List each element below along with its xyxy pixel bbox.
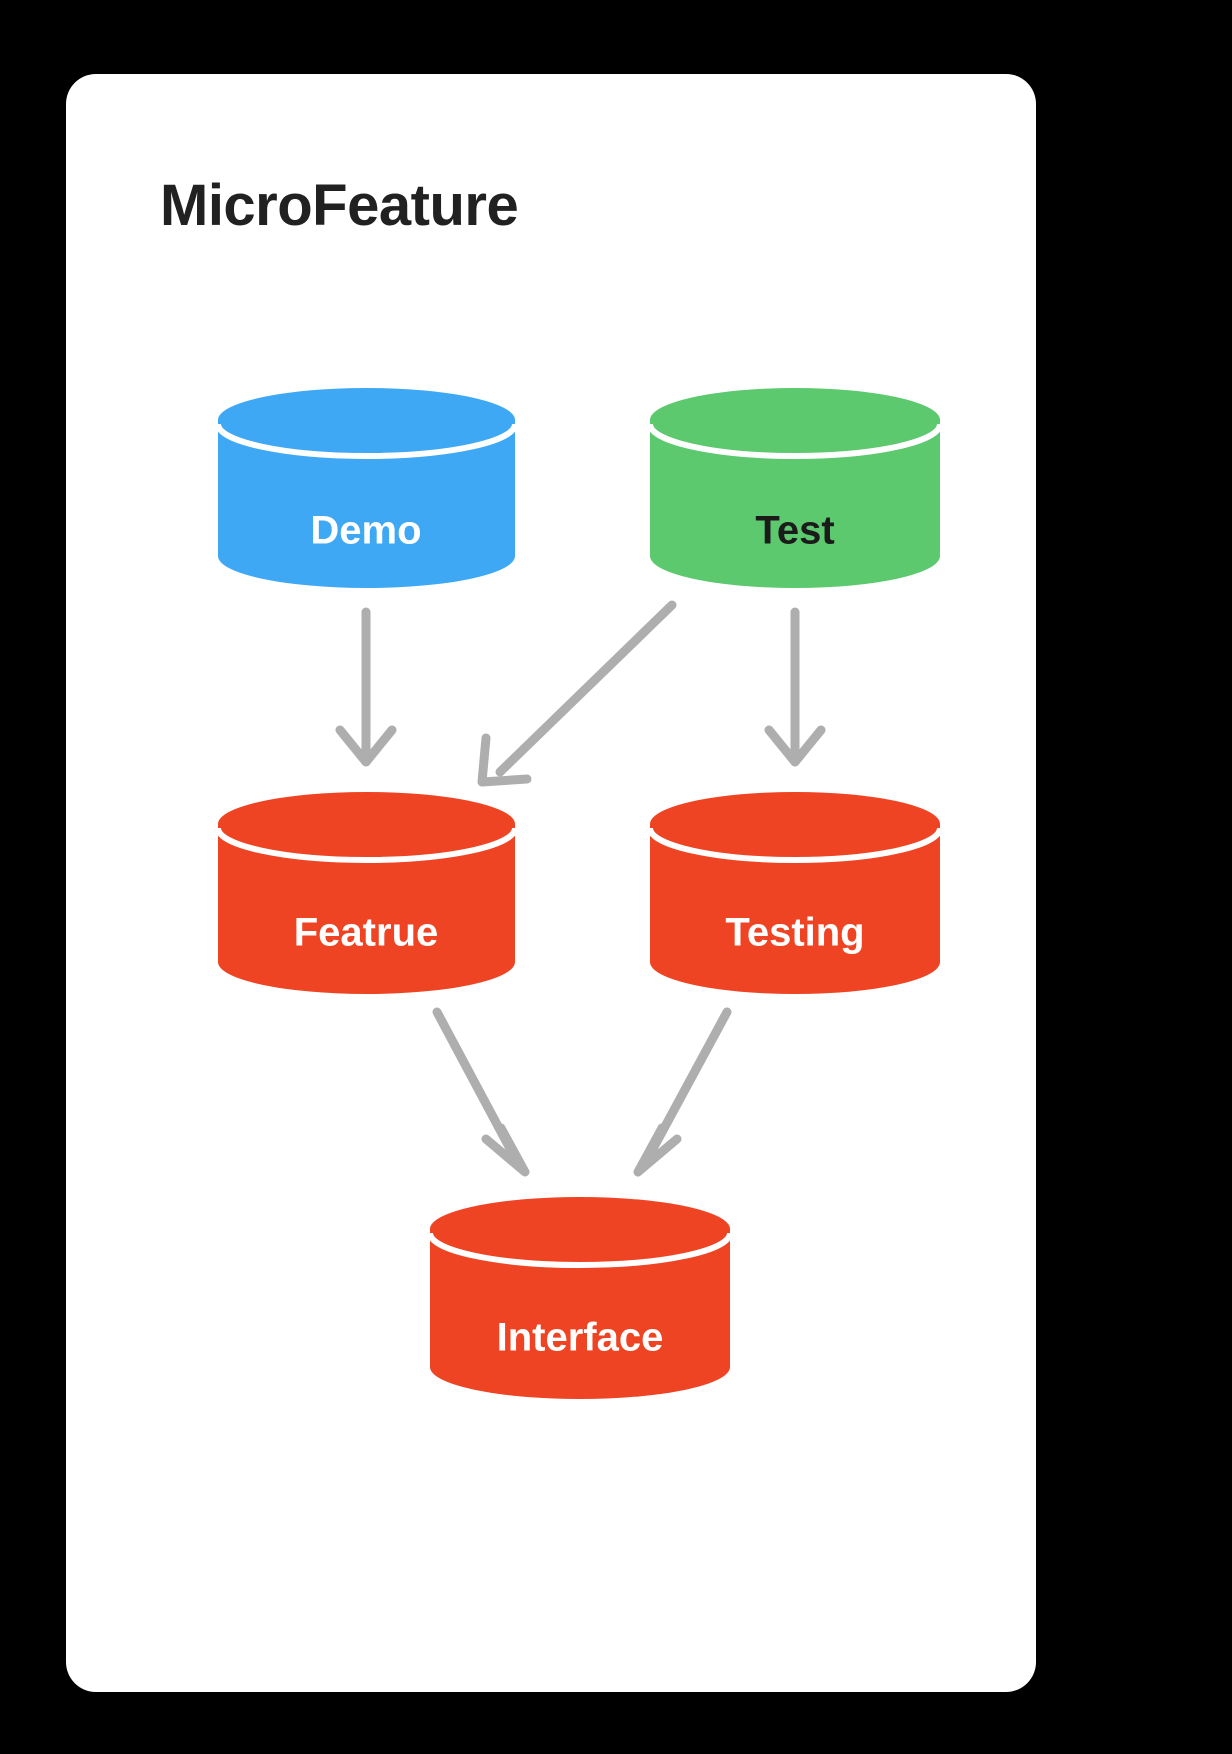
node-demo[interactable]: Demo xyxy=(215,388,518,588)
node-featrue-label: Featrue xyxy=(294,911,439,955)
node-interface-rim xyxy=(427,1232,733,1268)
node-test-top xyxy=(650,388,940,452)
node-interface-body xyxy=(430,1229,730,1399)
node-testing-body xyxy=(650,824,940,994)
node-demo-body xyxy=(218,420,515,588)
node-testing-top xyxy=(650,792,940,856)
node-interface[interactable]: Interface xyxy=(427,1197,733,1399)
edge-demo-to-featrue xyxy=(335,607,397,767)
node-demo-label: Demo xyxy=(310,509,421,553)
node-demo-rim xyxy=(215,423,518,459)
node-interface-top xyxy=(430,1197,730,1261)
node-testing-rim xyxy=(647,827,943,863)
node-featrue[interactable]: Featrue xyxy=(215,792,518,994)
edge-test-to-featrue xyxy=(477,600,677,787)
node-testing-label: Testing xyxy=(725,911,864,955)
node-test[interactable]: Test xyxy=(647,388,943,588)
page-title: MicroFeature xyxy=(160,173,519,238)
node-featrue-rim xyxy=(215,827,518,863)
node-demo-top xyxy=(218,388,515,452)
node-testing[interactable]: Testing xyxy=(647,792,943,994)
node-featrue-top xyxy=(218,792,515,856)
edge-testing-to-interface xyxy=(633,1007,732,1177)
node-test-rim xyxy=(647,423,943,459)
edge-test-to-testing xyxy=(764,607,826,767)
node-test-body xyxy=(650,420,940,588)
edge-featrue-to-interface xyxy=(432,1007,530,1177)
node-featrue-body xyxy=(218,824,515,994)
node-test-label: Test xyxy=(755,509,834,553)
node-interface-label: Interface xyxy=(497,1316,664,1360)
